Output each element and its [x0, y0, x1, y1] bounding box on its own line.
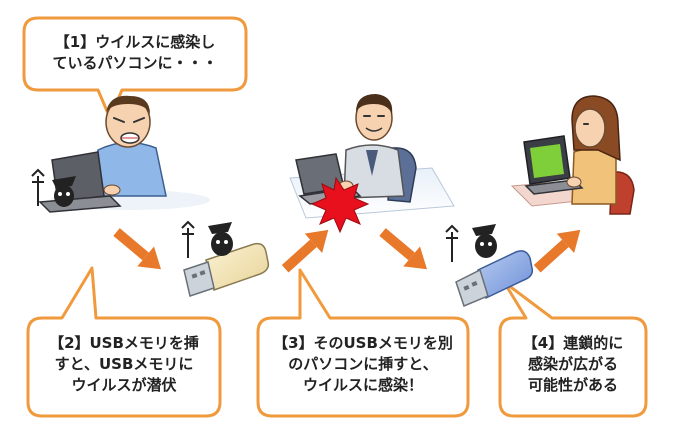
flow-arrows — [113, 228, 581, 273]
step-3-text: 【3】そのUSBメモリを別 のパソコンに挿すと、 ウイルスに感染！ — [260, 333, 466, 396]
infected-user-illustration — [31, 95, 210, 213]
step-4-line-3: 可能性がある — [527, 376, 618, 394]
arrow-2 — [281, 229, 329, 273]
usb-memory-blue-icon — [445, 224, 534, 308]
step-3-line-2: のパソコンに挿すと、 — [288, 355, 438, 373]
virus-icon — [31, 168, 76, 207]
bubble-3 — [256, 268, 470, 418]
infection-burst-icon — [310, 176, 370, 234]
bubble-4 — [498, 280, 648, 418]
step-1-line-2: ているパソコンに・・・ — [52, 54, 218, 72]
third-user-illustration — [510, 95, 635, 215]
arrow-4 — [533, 229, 581, 273]
step-2-line-1: 【2】USBメモリを挿 — [49, 334, 199, 352]
step-4-line-2: 感染が広がる — [527, 355, 618, 373]
step-2-text: 【2】USBメモリを挿 すと、USBメモリに ウイルスが潜伏 — [30, 333, 218, 396]
step-2-line-2: すと、USBメモリに — [54, 355, 194, 373]
step-1-line-1: 【1】ウイルスに感染し — [54, 33, 216, 51]
arrow-1 — [113, 228, 161, 270]
step-2-line-3: ウイルスが潜伏 — [71, 376, 177, 394]
second-user-illustration — [289, 94, 455, 234]
step-4-line-1: 【4】連鎖的に — [522, 334, 624, 352]
step-3-line-3: ウイルスに感染！ — [302, 376, 423, 394]
step-3-line-1: 【3】そのUSBメモリを別 — [273, 334, 453, 352]
step-4-text: 【4】連鎖的に 感染が広がる 可能性がある — [502, 333, 644, 396]
step-1-text: 【1】ウイルスに感染し ているパソコンに・・・ — [28, 32, 242, 74]
usb-memory-infected-icon — [181, 220, 270, 297]
bubble-2 — [26, 266, 222, 418]
arrow-3 — [379, 228, 427, 270]
